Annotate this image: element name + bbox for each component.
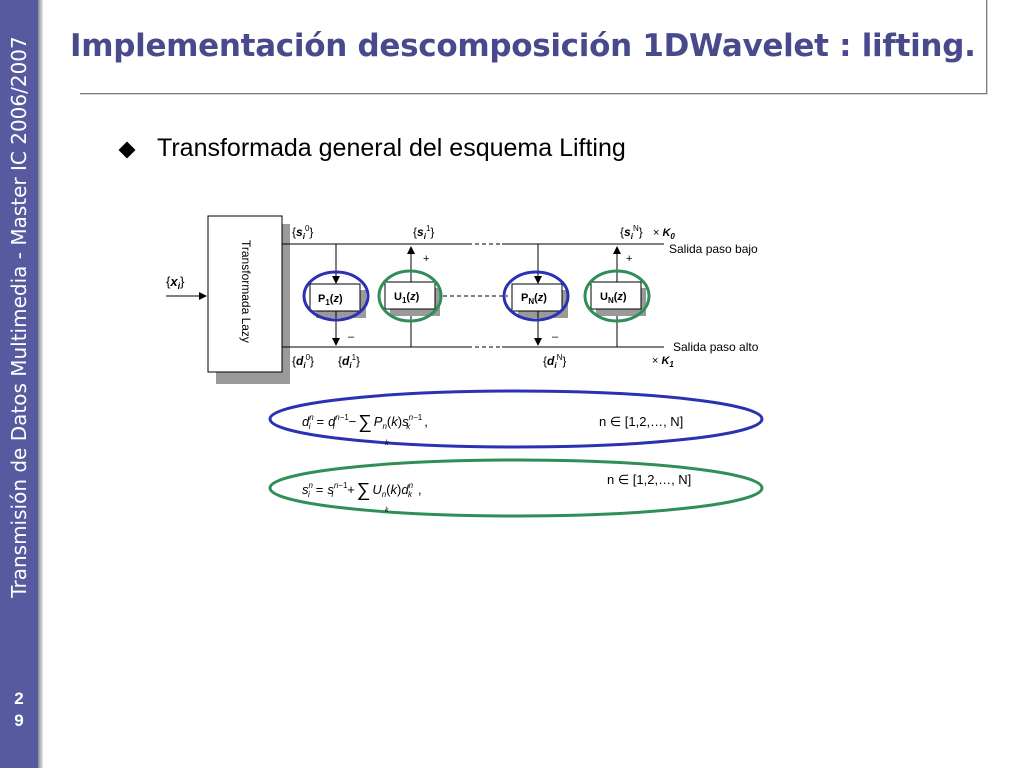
u1-highlight-circle	[377, 269, 443, 323]
page-number: 2 9	[0, 688, 38, 732]
un-block	[590, 281, 642, 310]
page-number-digit-1: 2	[14, 689, 24, 708]
s1-label: {si1}	[413, 224, 434, 241]
sidebar-shadow	[38, 0, 43, 768]
s0-label: {si0}	[292, 224, 313, 241]
sidebar: Transmisión de Datos Multimedia - Master…	[0, 0, 38, 768]
pn-minus: –	[552, 331, 559, 343]
k1-label: ×K1	[652, 355, 674, 369]
title-divider	[80, 93, 988, 94]
sN-label: {siN}	[620, 224, 643, 241]
predict-equation-highlight	[268, 389, 764, 449]
predict-range: n ∈ [1,2,…, N]	[599, 414, 683, 429]
pn-highlight-circle	[502, 270, 570, 322]
un-plus: +	[626, 253, 632, 265]
high-output-label: Salida paso alto	[673, 340, 759, 354]
low-output-label: Salida paso bajo	[669, 242, 758, 256]
p1-minus: –	[348, 331, 355, 343]
p1-highlight-circle	[302, 270, 370, 322]
title-frame-edge	[986, 0, 987, 94]
u1-block	[384, 281, 436, 310]
dN-label: {diN}	[543, 353, 566, 370]
input-label: {xi}	[166, 274, 185, 291]
pn-block	[511, 283, 563, 312]
p1-label: P1(z)	[318, 293, 343, 307]
lazy-block-label: Transformada Lazy	[239, 240, 253, 343]
p1-block	[309, 283, 361, 312]
pn-label: PN(z)	[521, 292, 547, 306]
un-label: UN(z)	[600, 291, 627, 305]
d1-label: {di1}	[338, 353, 360, 370]
update-range: n ∈ [1,2,…, N]	[607, 472, 691, 487]
update-sum-index: k	[385, 507, 389, 514]
d0-label: {di0}	[292, 353, 314, 370]
bullet-text: Transformada general del esquema Lifting	[157, 134, 626, 162]
page-number-digit-2: 9	[14, 711, 24, 730]
u1-plus: +	[423, 253, 429, 265]
lazy-transform-block	[207, 215, 283, 373]
slide-title: Implementación descomposición 1DWavelet …	[70, 28, 976, 64]
k0-label: ×K0	[653, 227, 675, 241]
un-highlight-circle	[583, 269, 651, 323]
u1-label: U1(z)	[394, 291, 420, 305]
predict-sum-index: k	[385, 440, 389, 447]
update-equation-highlight	[268, 458, 764, 518]
